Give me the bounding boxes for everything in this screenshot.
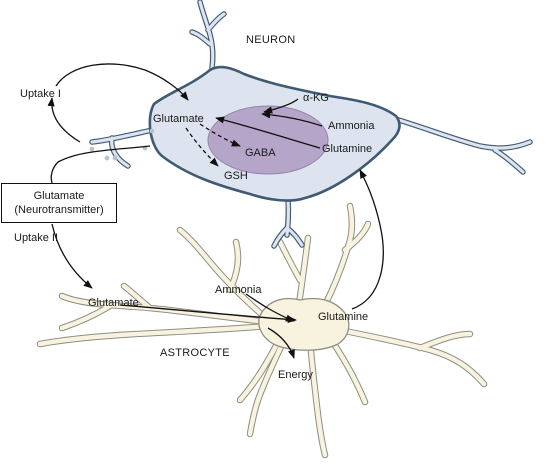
- neuron-glutamine-label: Glutamine: [322, 143, 373, 155]
- gaba-label: GABA: [245, 147, 276, 159]
- astrocyte-label: ASTROCYTE: [160, 347, 230, 359]
- alpha-kg-label: α-KG: [303, 92, 329, 104]
- uptake-ii-label: Uptake II: [14, 232, 59, 244]
- neurotransmitter-box-line2: (Neurotransmitter): [14, 204, 104, 216]
- neuron-ammonia-label: Ammonia: [328, 120, 375, 132]
- gsh-label: GSH: [224, 170, 248, 182]
- astrocyte-ammonia-label: Ammonia: [215, 284, 262, 296]
- energy-label: Energy: [278, 369, 313, 381]
- uptake-i-label: Uptake I: [20, 88, 61, 100]
- astrocyte-glutamine-label: Glutamine: [318, 311, 369, 323]
- neuron-glutamate-label: Glutamate: [153, 113, 204, 125]
- neuron-cell: [89, 0, 533, 249]
- neuron-label: NEURON: [246, 34, 296, 46]
- neurotransmitter-box-line1: Glutamate: [33, 190, 85, 202]
- glutamate-neurotransmitter-box: Glutamate (Neurotransmitter): [1, 183, 117, 223]
- pathway-arrows: [47, 63, 384, 359]
- astrocyte-cell: [36, 202, 488, 459]
- astrocyte-glutamate-label: Glutamate: [88, 297, 139, 309]
- neuron-nucleus: [207, 105, 329, 175]
